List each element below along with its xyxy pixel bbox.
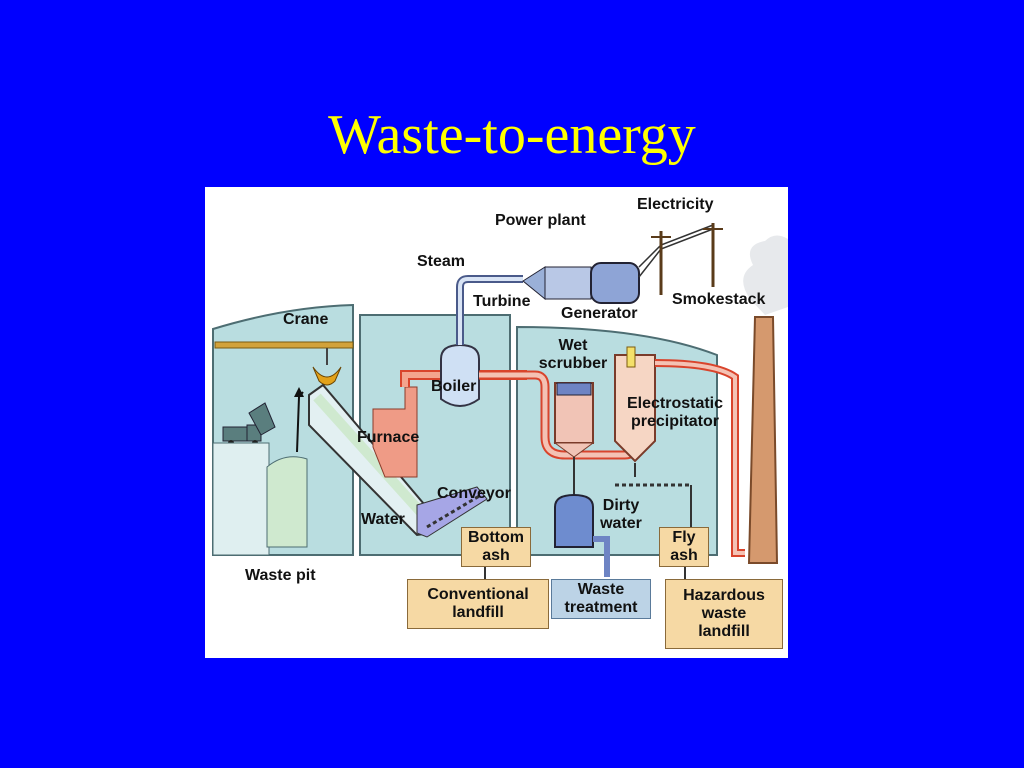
conveyor-belt [426, 493, 482, 529]
dirty-water-tank [554, 493, 594, 548]
label-electrostatic-precipitator: Electrostatic precipitator [605, 395, 745, 431]
label-wet: Wet [558, 337, 588, 354]
label-generator: Generator [561, 305, 638, 322]
waste-pit-pile [266, 456, 308, 548]
smokestack [747, 316, 779, 564]
label-dirty: Dirty [602, 497, 640, 514]
label-dirty-water: Dirty water [585, 497, 657, 533]
crane-rail [214, 341, 354, 349]
label-precipitator: precipitator [630, 413, 719, 430]
boiler [440, 343, 480, 407]
box-hazardous-line1: Hazardous [683, 587, 765, 604]
slide-title: Waste-to-energy [328, 104, 696, 166]
electrostatic-precipitator [614, 354, 656, 463]
box-waste-treatment-line2: treatment [564, 599, 638, 616]
generator [590, 262, 640, 304]
waste-to-energy-diagram: Power plant Electricity Steam Turbine Ge… [205, 187, 788, 658]
box-fly-ash-line2: ash [670, 547, 698, 564]
box-bottom-ash-line1: Bottom [468, 529, 524, 546]
box-hazardous-line2: waste [701, 605, 747, 622]
label-furnace: Furnace [357, 429, 420, 446]
label-conveyor: Conveyor [437, 485, 511, 502]
label-waste-pit: Waste pit [245, 567, 316, 584]
label-electrostatic: Electrostatic [626, 395, 724, 412]
label-power-plant: Power plant [495, 212, 586, 229]
label-crane: Crane [283, 311, 329, 328]
furnace [372, 386, 418, 478]
label-water-2: water [600, 515, 642, 532]
label-smokestack: Smokestack [672, 291, 766, 308]
label-electricity: Electricity [637, 196, 714, 213]
box-conventional-line1: Conventional [427, 586, 529, 603]
crane-grab [312, 366, 342, 386]
label-water: Water [361, 511, 405, 528]
smoke-plume [743, 235, 788, 315]
box-fly-ash-line1: Fly [672, 529, 696, 546]
label-turbine: Turbine [473, 293, 531, 310]
label-wet-scrubber: Wet scrubber [523, 337, 623, 373]
box-bottom-ash-line2: ash [482, 547, 510, 564]
label-boiler: Boiler [431, 378, 477, 395]
truck-body [222, 426, 248, 442]
label-steam: Steam [417, 253, 466, 270]
label-scrubber: scrubber [538, 355, 608, 372]
box-conventional-line2: landfill [452, 604, 504, 621]
box-waste-treatment-line1: Waste [577, 581, 625, 598]
box-hazardous-line3: landfill [698, 623, 750, 640]
diagram-drawing [212, 223, 788, 579]
